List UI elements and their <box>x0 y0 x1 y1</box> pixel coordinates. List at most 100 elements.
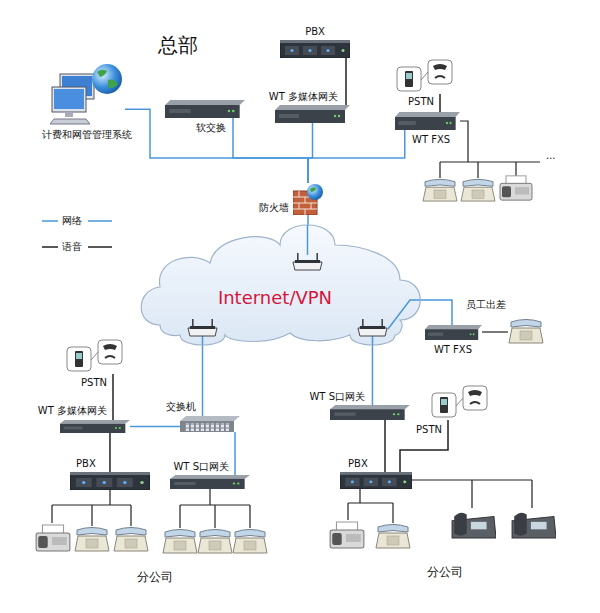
cloud-picture <box>130 225 420 345</box>
pstn-picture <box>430 384 490 420</box>
phone <box>114 528 148 552</box>
device-label: PSTN <box>408 96 434 108</box>
legend-entry: 语音 <box>62 241 82 253</box>
right-pbx-wire <box>348 489 393 523</box>
device-label: 防火墙 <box>259 202 289 214</box>
switch-picture <box>180 416 240 432</box>
connector <box>400 420 448 472</box>
pstn-picture <box>65 338 125 374</box>
branch-label: 分公司 <box>427 565 463 579</box>
phone <box>461 179 495 201</box>
rack-picture <box>280 40 350 58</box>
box1u-picture <box>330 405 410 420</box>
legend-text: 语音 <box>62 241 82 252</box>
pstn-symbol <box>67 340 122 371</box>
box1u-symbol <box>60 420 130 433</box>
switch-device: 交换机 <box>180 416 240 432</box>
device-label: WT FXS <box>434 344 472 356</box>
box1u-picture <box>275 105 350 123</box>
device-label: PBX <box>348 458 368 470</box>
pstn-icon: PSTN <box>430 384 490 420</box>
box1u-symbol <box>395 112 460 130</box>
title: 总部 <box>158 33 198 57</box>
firewall-symbol <box>293 184 323 215</box>
box1u-picture <box>395 112 460 130</box>
pstn-picture <box>395 58 455 94</box>
note-label: 员工出差 <box>466 299 506 311</box>
gateway-device: WT S口网关 <box>330 405 410 420</box>
pstn-symbol <box>397 60 452 91</box>
gateway-device: WT FXS <box>395 112 460 130</box>
connector <box>439 94 441 112</box>
gateway-device: WT 多媒体网关 <box>275 105 350 123</box>
device-label: PBX <box>305 26 325 38</box>
device-label: WT S口网关 <box>309 391 365 403</box>
remote-phone-wire <box>482 331 508 332</box>
phone-wires <box>52 121 540 528</box>
box1u-symbol <box>170 475 250 489</box>
connector <box>130 426 180 428</box>
device-label: 交换机 <box>166 401 196 413</box>
gateway-device: 软交换 <box>165 100 245 118</box>
box1u-picture <box>425 325 482 340</box>
pbx-server: PBX <box>280 40 350 58</box>
pbx-server: PBX <box>340 472 412 489</box>
box1u-symbol <box>165 100 245 118</box>
box1u-picture <box>170 475 250 489</box>
device-label: PBX <box>76 458 96 470</box>
rack-symbol <box>280 40 350 58</box>
box1u-picture <box>165 100 245 118</box>
pstn-icon: PSTN <box>65 338 125 374</box>
phone <box>423 179 457 201</box>
fax <box>330 522 364 548</box>
cloud-symbol <box>141 225 420 345</box>
device-label: WT FXS <box>412 134 450 146</box>
fax <box>500 176 532 200</box>
ip-phone <box>452 513 496 538</box>
firewall-icon: 防火墙 <box>293 183 323 215</box>
connector <box>345 58 347 105</box>
device-label: WT 多媒体网关 <box>38 405 107 417</box>
box1u-symbol <box>425 325 482 340</box>
phone <box>75 528 109 552</box>
device-label: PSTN <box>81 377 107 389</box>
fax <box>36 525 70 551</box>
connector <box>384 420 386 472</box>
gateway-device: WT 多媒体网关 <box>60 420 130 433</box>
connector <box>109 433 111 472</box>
branch-label: 分公司 <box>137 570 173 584</box>
device-label: WT S口网关 <box>173 461 229 473</box>
legend-text: 网络 <box>62 215 82 226</box>
network-cloud: Internet/VPN <box>130 225 420 345</box>
connector <box>308 130 405 183</box>
gateway-device: WT FXS <box>425 325 482 340</box>
ellipsis-label: ... <box>546 150 556 162</box>
connector <box>233 118 308 183</box>
device-label: WT 多媒体网关 <box>269 91 338 103</box>
pc-picture <box>50 62 125 125</box>
rack-symbol <box>340 472 412 489</box>
left-s-wire <box>180 489 250 528</box>
phone <box>163 530 197 554</box>
phone <box>233 530 267 554</box>
device-label: 软交换 <box>196 122 226 134</box>
device-label: PSTN <box>416 424 442 436</box>
rack-picture <box>70 472 150 490</box>
phone <box>376 525 410 549</box>
box1u-picture <box>60 420 130 433</box>
box1u-symbol <box>330 405 410 420</box>
right-ipphone-wire <box>412 480 532 508</box>
pbx-server: PBX <box>70 472 150 490</box>
left-pbx-wire <box>52 490 131 526</box>
pstn-symbol <box>432 386 487 417</box>
device-label: 计费和网管管理系统 <box>42 129 132 141</box>
switch-symbol <box>180 416 240 432</box>
connector <box>372 345 374 405</box>
gateway-device: WT S口网关 <box>170 475 250 489</box>
connector <box>234 432 236 475</box>
pstn-icon: PSTN <box>395 58 455 94</box>
connector <box>202 345 204 416</box>
box1u-symbol <box>275 105 350 123</box>
ip-phone <box>512 513 556 538</box>
connector <box>420 300 452 325</box>
